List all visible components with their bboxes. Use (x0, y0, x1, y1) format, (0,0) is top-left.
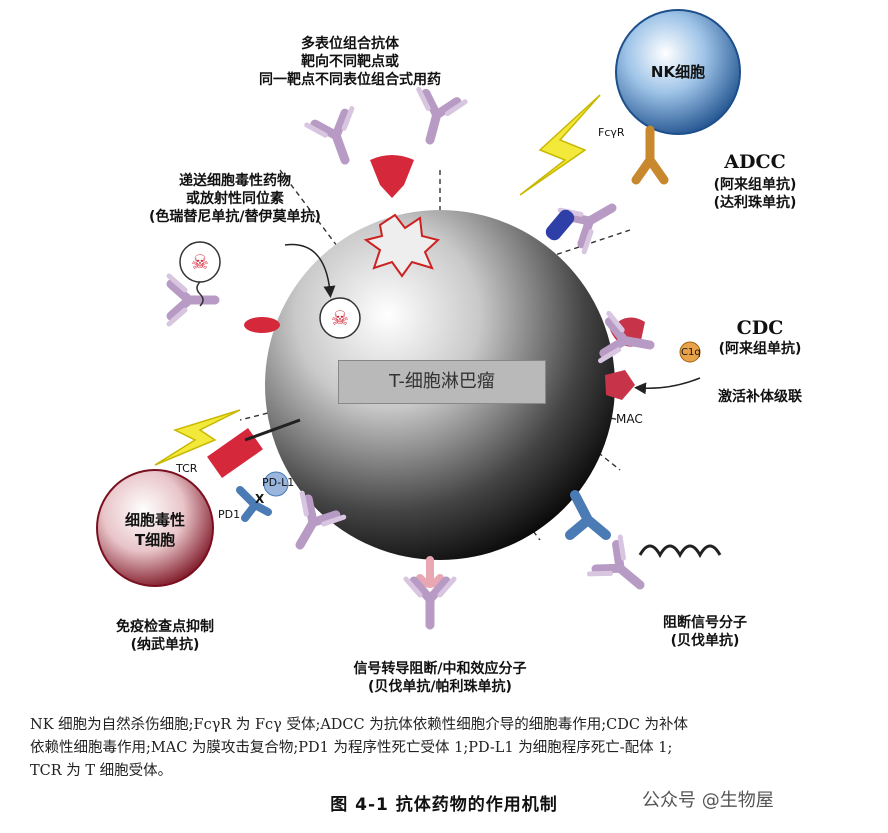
c1q-label: C1q (681, 347, 701, 358)
adcc-title: ADCC (724, 151, 786, 173)
mac-label: MAC (616, 412, 643, 426)
multi-epitope-label: 多表位组合抗体 靶向不同靶点或 同一靶点不同表位组合式用药 (259, 36, 441, 88)
t-cell-label: 细胞毒性 T细胞 (124, 511, 185, 549)
toxin-icon (319, 297, 361, 339)
pdl1-label: PD-L1 (262, 476, 295, 489)
adcc-drugs: (阿来组单抗) (达利珠单抗) (713, 177, 797, 211)
svg-text:☠: ☠ (331, 306, 349, 330)
fcyr-label: FcγR (598, 126, 625, 139)
figure-title: 图 4-1 抗体药物的作用机制 (330, 795, 558, 815)
pink-receptor (416, 556, 444, 588)
watermark: 公众号 @生物屋 (642, 786, 774, 812)
svg-text:☠: ☠ (191, 250, 209, 274)
cdc-title: CDC (736, 317, 784, 339)
pd1-receptor (236, 486, 272, 522)
transduction-label: 信号转导阻断/中和效应分子 (贝伐单抗/帕利珠单抗) (353, 661, 527, 695)
tumor-label: T-细胞淋巴瘤 (338, 360, 546, 404)
cdc-drug: (阿来组单抗) (718, 341, 802, 357)
tcr-label: TCR (176, 462, 198, 475)
lightning-icon (154, 409, 241, 466)
block-x: X (255, 492, 265, 506)
signal-block-label: 阻断信号分子 (贝伐单抗) (663, 615, 747, 649)
drug-target (244, 317, 280, 333)
complement-label: 激活补体级联 (718, 389, 802, 405)
figure-caption: NK 细胞为自然杀伤细胞;FcγR 为 Fcγ 受体;ADCC 为抗体依赖性细胞… (30, 717, 689, 779)
signal-receptor (565, 490, 611, 540)
signal-molecule (638, 544, 722, 559)
mac-complex (605, 370, 635, 400)
tcr-receptor (207, 428, 263, 478)
pdl1-icon (263, 471, 289, 497)
nk-cell (615, 9, 741, 135)
target-receptor (370, 155, 414, 198)
nk-cell-label: NK细胞 (650, 63, 706, 81)
adcc-receptor (545, 209, 575, 241)
delivery-label: 递送细胞毒性药物 或放射性同位素 (色瑞替尼单抗/替伊莫单抗) (149, 173, 321, 225)
fcyr-receptor (631, 125, 669, 185)
cell-damage-icon (363, 213, 441, 278)
t-cell (96, 469, 214, 587)
pd1-label: PD1 (218, 508, 241, 521)
lightning-icon (519, 94, 601, 196)
c1q-icon (679, 341, 701, 363)
checkpoint-label: 免疫检查点抑制 (纳武单抗) (116, 619, 214, 653)
